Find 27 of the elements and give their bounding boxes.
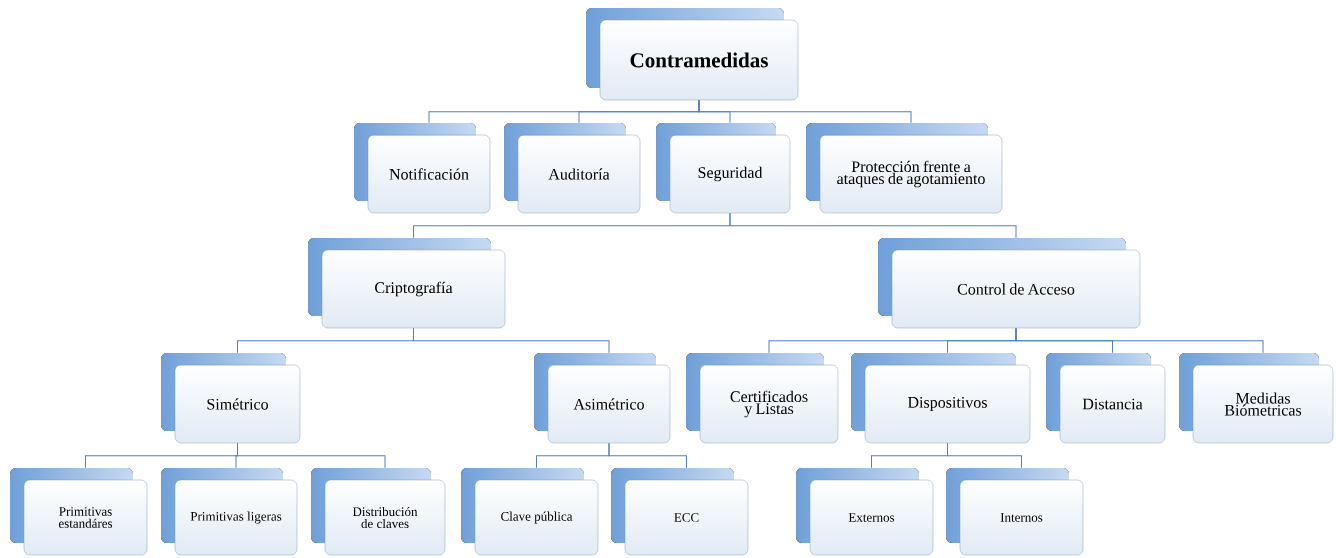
rounded-box: Primitivas estandáres xyxy=(10,468,148,556)
connector-line xyxy=(947,442,1022,469)
rounded-box: Control de Acceso xyxy=(878,238,1141,329)
connector-line xyxy=(608,442,687,469)
rounded-box: Simétrico xyxy=(161,353,301,444)
connector-line xyxy=(698,99,912,124)
rounded-box: Primitivas ligeras xyxy=(161,468,298,556)
rounded-box: Externos xyxy=(796,468,934,556)
rounded-box: Protección frente a ataques de agotamiento xyxy=(806,123,1003,214)
rounded-box: ECC xyxy=(611,468,749,556)
rounded-box: Criptografía xyxy=(308,238,506,329)
rounded-box: Clave pública xyxy=(461,468,599,556)
rounded-box: Notificación xyxy=(354,123,491,214)
connector-line xyxy=(729,212,1017,239)
rounded-box: Asimétrico xyxy=(534,353,671,444)
rounded-box: Contramedidas xyxy=(586,8,799,101)
rounded-box: Auditoría xyxy=(504,123,641,214)
rounded-box: Certificados y Listas xyxy=(686,353,839,444)
rounded-box: Distribución de claves xyxy=(311,468,446,556)
rounded-box: Seguridad xyxy=(656,123,791,214)
connector-line xyxy=(1015,327,1264,354)
rounded-box: Dispositivos xyxy=(851,353,1031,444)
connector-line xyxy=(237,442,386,469)
rounded-box: Medidas Biómetricas xyxy=(1179,353,1334,444)
rounded-box: Distancia xyxy=(1046,353,1166,444)
connector-line xyxy=(413,327,610,354)
rounded-box: Internos xyxy=(946,468,1084,556)
